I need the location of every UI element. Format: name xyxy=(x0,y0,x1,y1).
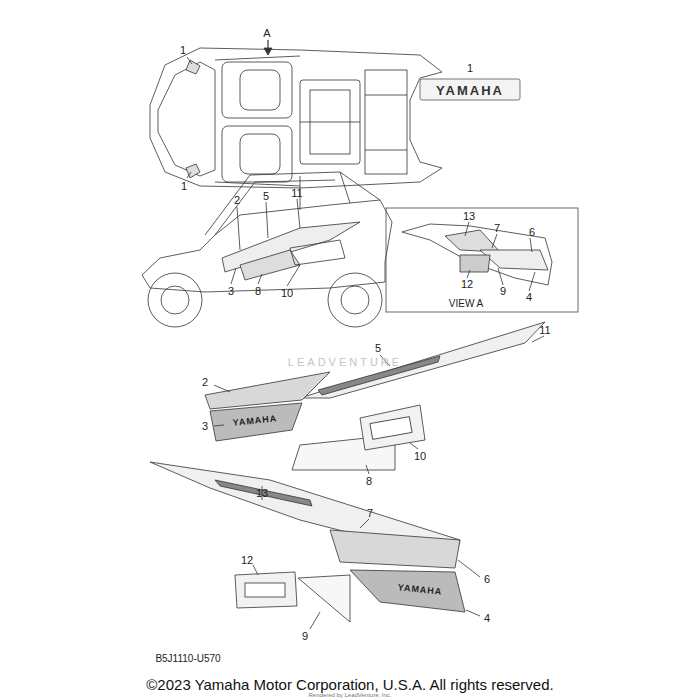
callout-number: 3 xyxy=(228,286,234,297)
decal-set-left xyxy=(150,462,480,629)
callout-number: 7 xyxy=(494,223,500,234)
callout-number: 1 xyxy=(181,181,187,192)
top-view xyxy=(150,40,442,188)
callout-number: 7 xyxy=(367,508,373,519)
emblem-text: YAMAHA xyxy=(436,84,504,97)
copyright-notice: ©2023 Yamaha Motor Corporation, U.S.A. A… xyxy=(146,677,553,692)
callout-number: 13 xyxy=(463,211,475,222)
callout-number: 6 xyxy=(529,227,535,238)
callout-number: 8 xyxy=(366,476,372,487)
render-credit: Rendered by LeadVenture, Inc. xyxy=(308,692,391,698)
view-label: VIEW A xyxy=(449,299,483,309)
callout-number: 10 xyxy=(281,288,293,299)
view-a-panel xyxy=(402,222,552,291)
callout-number: 11 xyxy=(291,188,302,199)
side-view xyxy=(142,172,392,327)
view-frame xyxy=(386,208,578,312)
callout-number: 4 xyxy=(484,613,490,624)
callout-number: 2 xyxy=(202,377,208,388)
callout-number: 3 xyxy=(202,421,208,432)
callout-number: 11 xyxy=(539,325,550,336)
callout-number: 1 xyxy=(180,45,186,56)
callout-number: 13 xyxy=(256,488,268,499)
emblem-decal xyxy=(420,79,520,100)
callout-number: 10 xyxy=(414,451,426,462)
callout-number: 9 xyxy=(500,286,506,297)
callout-number: 4 xyxy=(526,292,532,303)
callout-number: 2 xyxy=(234,195,240,206)
decal-set-right xyxy=(205,322,545,474)
callout-number: 6 xyxy=(484,574,490,585)
callout-number: 5 xyxy=(375,343,381,354)
callout-number: 8 xyxy=(255,286,261,297)
callout-number: 12 xyxy=(461,279,473,290)
callout-number: 1 xyxy=(467,63,473,74)
callout-number: 5 xyxy=(263,191,269,202)
view-marker: A xyxy=(263,28,270,39)
callout-number: 12 xyxy=(241,555,253,566)
diagram-code: B5J1110-U570 xyxy=(155,654,220,664)
callout-number: 9 xyxy=(302,631,308,642)
watermark: LEADVENTURE xyxy=(288,357,402,368)
